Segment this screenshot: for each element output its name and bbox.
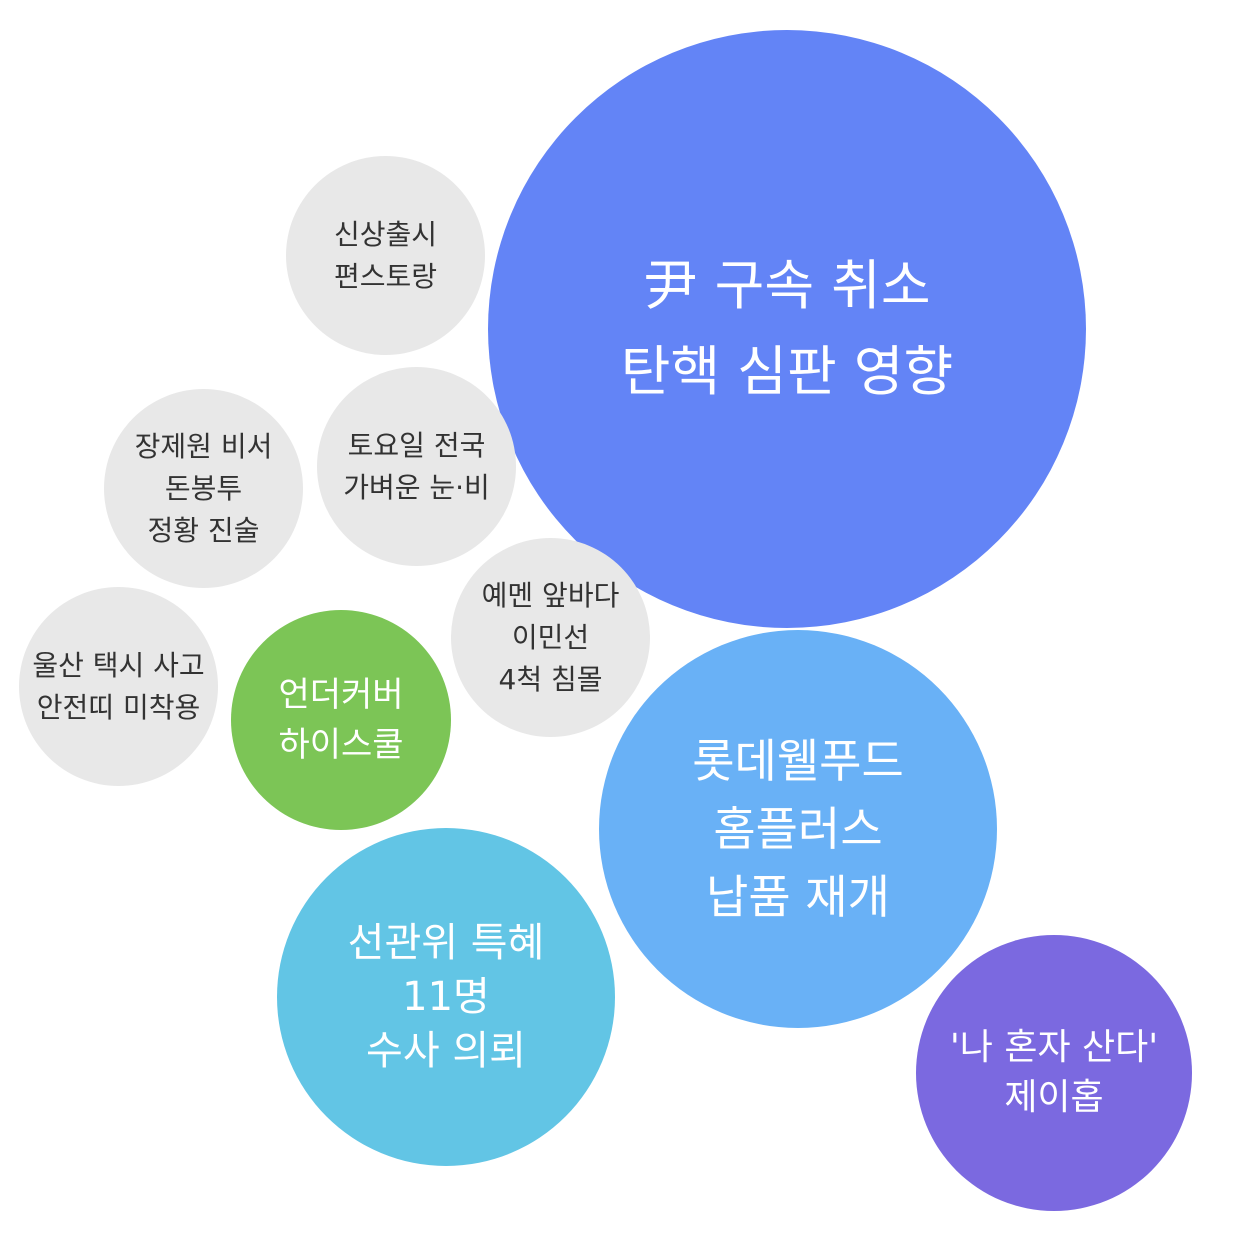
- bubble-undercover[interactable]: 언더커버 하이스쿨: [231, 610, 451, 830]
- bubble-jang-line-1: 장제원 비서: [134, 429, 273, 463]
- bubble-jang-line-3: 정황 진술: [147, 513, 260, 547]
- bubble-election-line-3: 수사 의뢰: [366, 1028, 526, 1074]
- bubble-jang[interactable]: 장제원 비서 돈봉투 정황 진술: [104, 389, 303, 588]
- bubble-election-line-1: 선관위 특혜: [347, 920, 545, 966]
- bubble-lotte[interactable]: 롯데웰푸드 홈플러스 납품 재개: [599, 630, 997, 1028]
- bubble-undercover-line-2: 하이스쿨: [278, 725, 404, 765]
- bubble-lotte-line-3: 납품 재개: [706, 870, 890, 924]
- bubble-solo[interactable]: '나 혼자 산다' 제이홉: [916, 935, 1192, 1211]
- bubble-yemen-line-2: 이민선: [511, 620, 590, 654]
- bubble-sinsang[interactable]: 신상출시 편스토랑: [286, 156, 485, 355]
- bubble-election-line-2: 11명: [402, 974, 490, 1020]
- bubble-main-line-2: 탄핵 심판 영향: [620, 340, 954, 403]
- bubble-ulsan-line-2: 안전띠 미착용: [36, 690, 201, 724]
- bubble-sinsang-line-2: 편스토랑: [333, 259, 438, 293]
- bubble-lotte-line-2: 홈플러스: [713, 802, 883, 856]
- bubble-jang-line-2: 돈봉투: [164, 471, 243, 505]
- bubble-lotte-line-1: 롯데웰푸드: [692, 734, 904, 788]
- bubble-solo-line-1: '나 혼자 산다': [949, 1027, 1159, 1068]
- bubble-undercover-line-1: 언더커버: [278, 675, 404, 715]
- bubble-ulsan-line-1: 울산 택시 사고: [32, 648, 205, 682]
- bubble-sinsang-line-1: 신상출시: [333, 217, 438, 251]
- bubble-main-line-1: 尹 구속 취소: [643, 254, 931, 317]
- bubble-election[interactable]: 선관위 특혜 11명 수사 의뢰: [277, 828, 615, 1166]
- bubble-ulsan[interactable]: 울산 택시 사고 안전띠 미착용: [19, 587, 218, 786]
- bubble-weather-line-2: 가벼운 눈·비: [343, 470, 490, 504]
- bubble-yemen-line-1: 예멘 앞바다: [481, 578, 620, 612]
- bubble-yemen-line-3: 4척 침몰: [498, 662, 603, 696]
- bubble-weather[interactable]: 토요일 전국 가벼운 눈·비: [317, 367, 516, 566]
- bubble-weather-line-1: 토요일 전국: [347, 428, 486, 462]
- bubble-yemen[interactable]: 예멘 앞바다 이민선 4척 침몰: [451, 538, 650, 737]
- bubble-solo-line-2: 제이홉: [1004, 1077, 1104, 1118]
- bubble-main-topic[interactable]: 尹 구속 취소 탄핵 심판 영향: [488, 30, 1086, 628]
